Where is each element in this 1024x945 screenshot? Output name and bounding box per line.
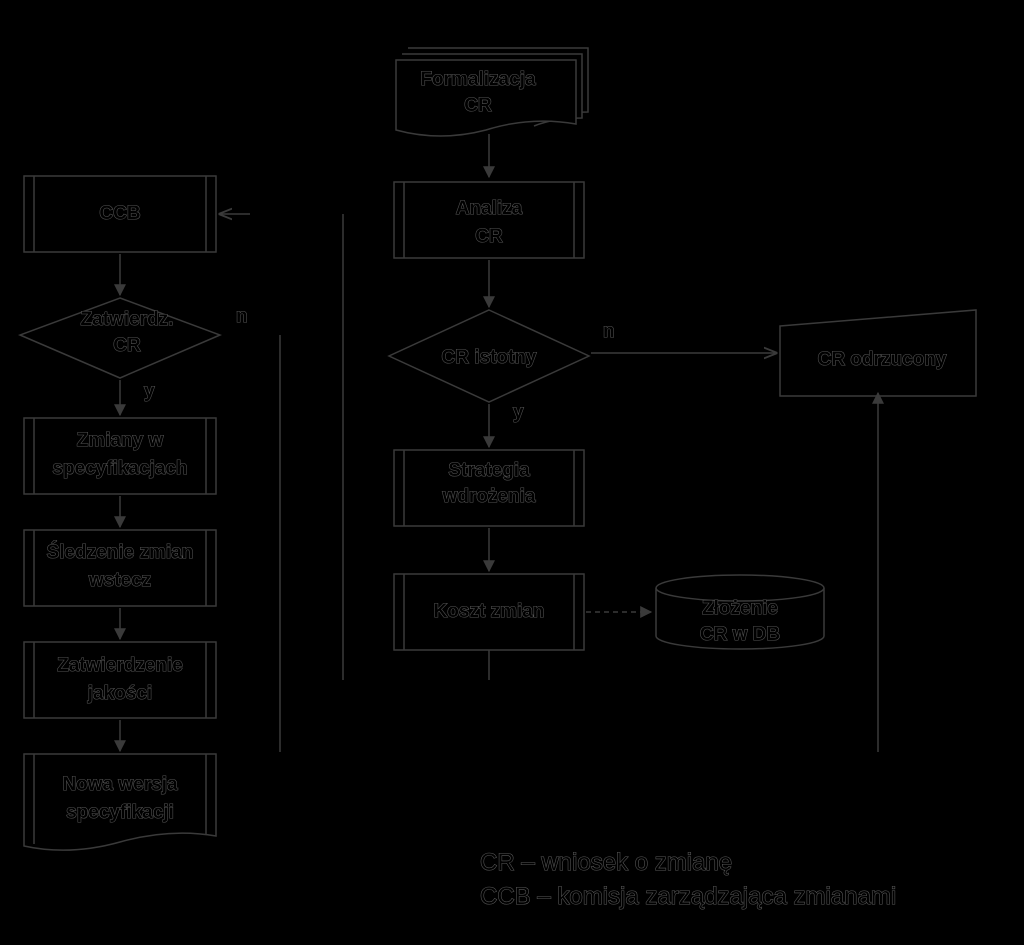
koszt-zmian-process: Koszt zmian: [393, 573, 585, 651]
strategia-wdrozenia-process: Strategia wdrożenia: [393, 449, 585, 527]
legend-cr-definition: CR – wniosek o zmianę: [480, 849, 732, 876]
zmiany-label-2: specyfikacjach: [52, 458, 187, 479]
cr-odrzucony-label: CR odrzucony: [818, 349, 947, 370]
zlozenie-label-2: CR w DB: [700, 624, 780, 645]
koszt-label: Koszt zmian: [434, 601, 545, 622]
zlozenie-cr-database: Złożenie CR w DB: [655, 574, 825, 650]
zatwierdz-label-2: CR: [113, 335, 141, 356]
zatwierdz-cr-decision: Zatwierdz. CR: [17, 297, 223, 379]
zlozenie-label-1: Złożenie: [702, 598, 778, 619]
legend-ccb-definition: CCB – komisja zarządzająca zmianami: [480, 883, 896, 910]
zatwierdzenie-jakosci-process: Zatwierdzenie jakości: [23, 641, 217, 719]
formalizacja-cr-document: Formalizacja CR: [395, 47, 589, 137]
cr-istotny-decision: CR istotny: [387, 309, 591, 403]
cr-istotny-no-label: n: [603, 321, 615, 342]
cr-istotny-label: CR istotny: [442, 347, 537, 368]
sledzenie-label-2: wstecz: [88, 570, 151, 591]
analiza-label-1: Analiza: [456, 198, 523, 219]
zatwierdzenie-label-1: Zatwierdzenie: [57, 655, 183, 676]
zatwierdzenie-label-2: jakości: [87, 683, 152, 704]
sledzenie-zmian-process: Śledzenie zmian wstecz: [23, 529, 217, 607]
ccb-process: CCB: [23, 175, 217, 253]
formalizacja-label-2: CR: [464, 95, 492, 116]
zatwierdz-label-1: Zatwierdz.: [81, 309, 174, 330]
nowa-wersja-label-2: specyfikacji: [66, 802, 174, 823]
cr-istotny-yes-label: y: [513, 402, 524, 423]
nowa-wersja-label-1: Nowa wersja: [62, 774, 178, 795]
strategia-label-2: wdrożenia: [442, 486, 536, 507]
nowa-wersja-document: Nowa wersja specyfikacji: [23, 753, 217, 851]
cr-odrzucony-terminal: CR odrzucony: [779, 309, 977, 397]
ccb-label: CCB: [99, 203, 140, 224]
strategia-label-1: Strategia: [448, 460, 530, 481]
analiza-label-2: CR: [475, 226, 503, 247]
sledzenie-label-1: Śledzenie zmian: [47, 541, 194, 563]
legend: CR – wniosek o zmianę CCB – komisja zarz…: [479, 848, 896, 910]
zatwierdz-no-label: n: [236, 306, 248, 327]
zmiany-label-1: Zmiany w: [77, 430, 164, 451]
analiza-cr-process: Analiza CR: [393, 181, 585, 259]
formalizacja-label-1: Formalizacja: [420, 69, 536, 90]
zatwierdz-yes-label: y: [144, 381, 155, 402]
zmiany-specyfikacjach-process: Zmiany w specyfikacjach: [23, 417, 217, 495]
